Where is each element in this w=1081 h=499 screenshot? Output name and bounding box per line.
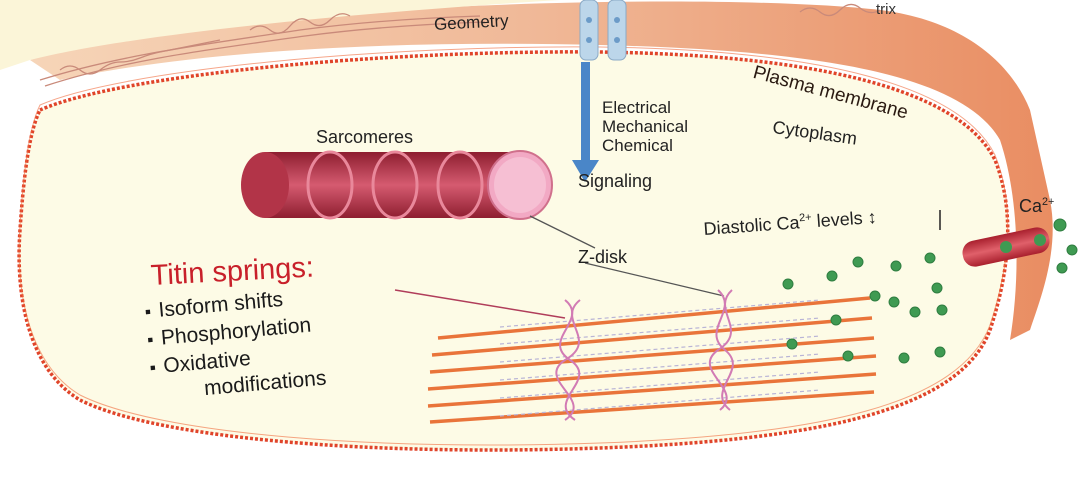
label-zdisk: Z-disk — [578, 248, 627, 266]
label-chemical: Chemical — [602, 136, 688, 155]
label-sarcomeres: Sarcomeres — [316, 128, 413, 146]
sarcomere-cylinder-icon — [241, 151, 552, 219]
label-geometry: Geometry — [434, 12, 509, 33]
ca-outer-prefix: Ca — [1019, 196, 1042, 216]
label-mechanical: Mechanical — [602, 117, 688, 136]
updown-arrow-icon: ↕ — [867, 207, 877, 228]
label-signaling-types: Electrical Mechanical Chemical — [602, 98, 688, 155]
titin-bullet-list: Isoform shifts Phosphorylation Oxidative… — [144, 283, 327, 406]
ca-outer-sup: 2+ — [1042, 196, 1054, 208]
label-matrix-partial: trix — [876, 2, 896, 17]
label-ca-outer: Ca2+ — [1019, 197, 1054, 215]
diastolic-suffix: levels — [811, 208, 863, 232]
label-signaling: Signaling — [578, 172, 652, 190]
label-electrical: Electrical — [602, 98, 688, 117]
